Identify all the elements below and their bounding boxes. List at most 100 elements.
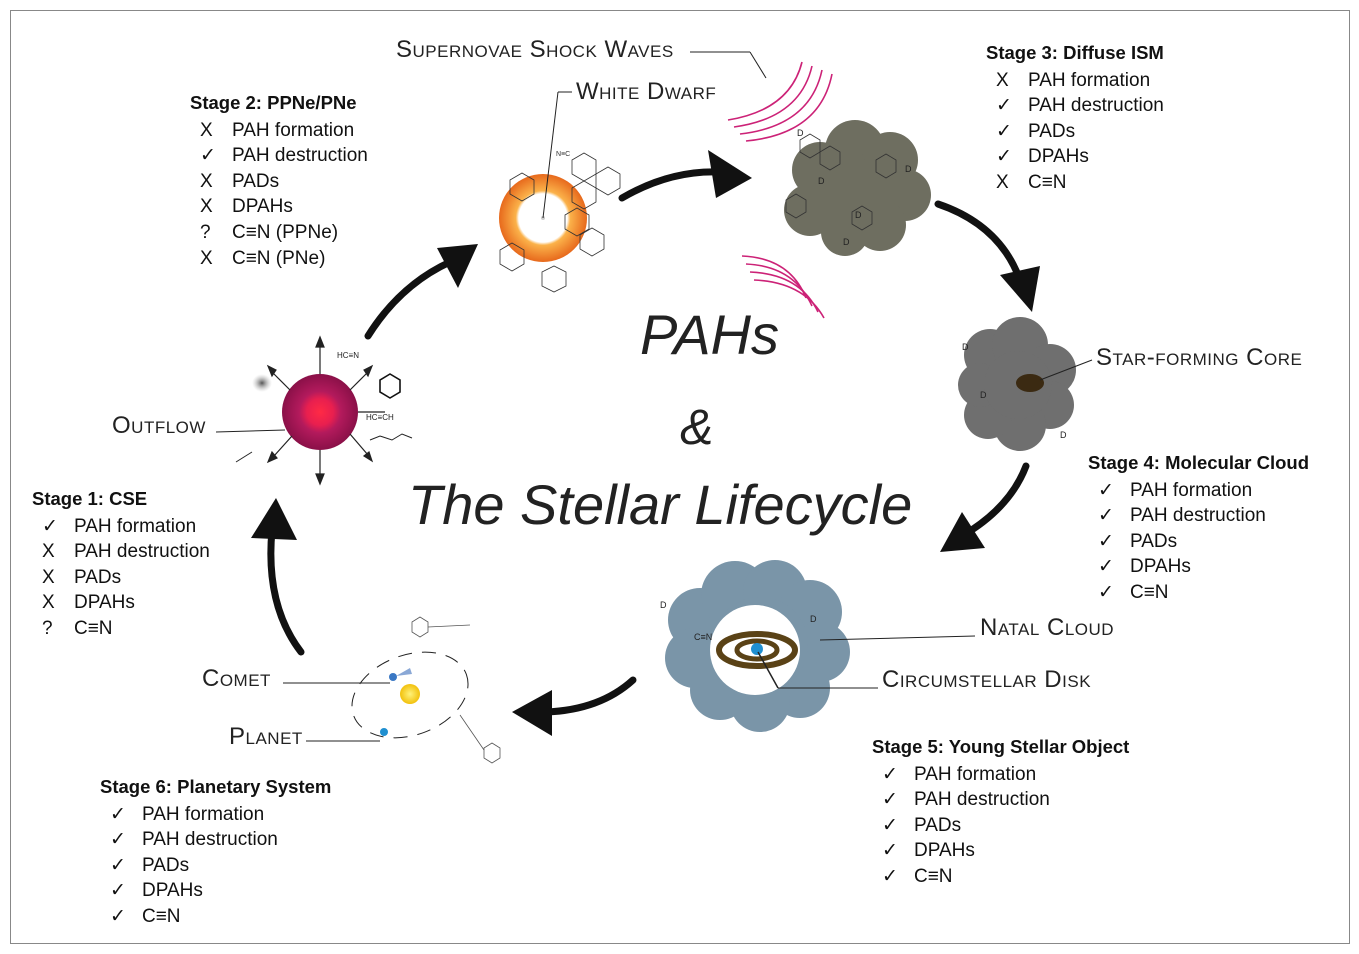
process-label: C≡N (914, 865, 953, 887)
status-mark: ✓ (110, 880, 126, 902)
stage-row: ✓ DPAHs (100, 878, 331, 904)
status-mark: ? (42, 617, 53, 639)
hcch-label: HC≡CH (366, 413, 394, 422)
stage-row: X PAH destruction (32, 539, 210, 565)
label-circumstellar-disk: Circumstellar Disk (882, 666, 1092, 693)
process-label: C≡N (PPNe) (232, 221, 339, 243)
stage-row: ✓ PAH formation (32, 514, 210, 540)
stage-row: ✓PAH destruction (100, 827, 331, 853)
label-natal-cloud: Natal Cloud (980, 614, 1115, 641)
cn-label: C≡N (694, 632, 712, 642)
process-label: PAH formation (1130, 479, 1253, 501)
stage-row: ✓DPAHs (986, 144, 1164, 170)
stage-row: ✓ PADs (1088, 529, 1309, 555)
d-label: D (1060, 430, 1067, 440)
stage-row: ✓PAH formation (872, 762, 1129, 788)
process-label: DPAHs (914, 840, 975, 862)
stage-row: ✓ PAH formation (1088, 478, 1309, 504)
stage-row: X PADs (190, 169, 368, 195)
process-label: C≡N (PNe) (232, 247, 326, 269)
outflow-star: HC≡N HC≡CH (215, 335, 413, 486)
process-label: PAH destruction (232, 145, 368, 167)
molecular-cloud (958, 317, 1076, 451)
process-label: DPAHs (74, 592, 135, 614)
status-mark: ? (200, 221, 211, 243)
stage-title: Stage 5: Young Stellar Object (872, 736, 1130, 757)
stage-row: ?C≡N (32, 616, 210, 642)
figure-frame (10, 10, 1350, 944)
status-mark: X (200, 170, 213, 192)
process-label: PADs (1130, 530, 1178, 552)
stage-row: ✓PADs (986, 119, 1164, 145)
status-mark: X (42, 592, 55, 614)
status-mark: ✓ (1098, 581, 1114, 603)
arrow-stage3-to-4 (934, 200, 1024, 284)
status-mark: ✓ (996, 146, 1012, 168)
d-label: D (905, 164, 912, 174)
d-label: D (843, 237, 850, 247)
white-dwarf: N≡C (499, 91, 621, 293)
process-label: PAH formation (142, 803, 265, 825)
label-supernovae: Supernovae Shock Waves (396, 36, 674, 63)
stage-row: ✓ PAH destruction (872, 787, 1129, 813)
status-mark: ✓ (42, 515, 58, 537)
process-label: DPAHs (1130, 556, 1191, 578)
status-mark: X (996, 171, 1009, 193)
stage-row: X DPAHs (32, 590, 210, 616)
stage-6-list: Stage 6: Planetary System✓PAH formation✓… (100, 774, 331, 930)
stage-row: ✓ DPAHs (1088, 554, 1309, 580)
circumstellar-disk-inner (734, 638, 780, 662)
status-mark: ✓ (1098, 479, 1114, 501)
stage-row: ? C≡N (PPNe) (190, 220, 368, 246)
process-label: PAH destruction (914, 789, 1050, 811)
status-mark: ✓ (110, 803, 126, 825)
status-mark: ✓ (1098, 556, 1114, 578)
figure-title-lifecycle: The Stellar Lifecycle (408, 473, 913, 536)
stage-row: ✓ PAH formation (100, 802, 331, 828)
process-label: PAH destruction (1028, 95, 1164, 117)
stage-title: Stage 4: Molecular Cloud (1088, 452, 1310, 473)
star-forming-core-blob (1016, 374, 1044, 392)
process-label: C≡N (1130, 581, 1169, 603)
process-label: PAH formation (1028, 69, 1151, 91)
process-label: PAH destruction (1130, 505, 1266, 527)
stage-row: ✓PAH destruction (1088, 503, 1309, 529)
arrow-stage5-to-6 (542, 676, 637, 716)
planetary-system (283, 616, 501, 764)
process-label: PAH formation (74, 515, 197, 537)
arrow-stage6-to-1 (267, 526, 305, 656)
stage-title: Stage 6: Planetary System (100, 776, 332, 797)
d-label: D (980, 390, 987, 400)
d-label: D (660, 600, 667, 610)
status-mark: ✓ (110, 905, 126, 927)
status-mark: ✓ (882, 789, 898, 811)
stage-row: ✓PADs (872, 813, 1129, 839)
status-mark: ✓ (996, 95, 1012, 117)
label-star-forming-core: Star-forming Core (1096, 344, 1303, 371)
process-label: C≡N (142, 905, 181, 927)
d-label: D (797, 128, 804, 138)
process-label: PAH destruction (74, 541, 210, 563)
process-label: PADs (142, 854, 190, 876)
process-label: PADs (74, 566, 122, 588)
status-mark: ✓ (882, 763, 898, 785)
stage-row: ✓ C≡N (100, 904, 331, 930)
diffuse-cloud (784, 120, 931, 256)
arrow-stage2-to-3 (618, 168, 724, 202)
stage-row: ✓ PADs (100, 853, 331, 879)
status-mark: X (42, 566, 55, 588)
stage-row: ✓C≡N (872, 864, 1129, 890)
status-mark: X (200, 196, 213, 218)
status-mark: ✓ (1098, 530, 1114, 552)
status-mark: ✓ (110, 854, 126, 876)
status-mark: X (42, 541, 55, 563)
process-label: PADs (232, 170, 280, 192)
process-label: DPAHs (142, 880, 203, 902)
status-mark: ✓ (996, 120, 1012, 142)
